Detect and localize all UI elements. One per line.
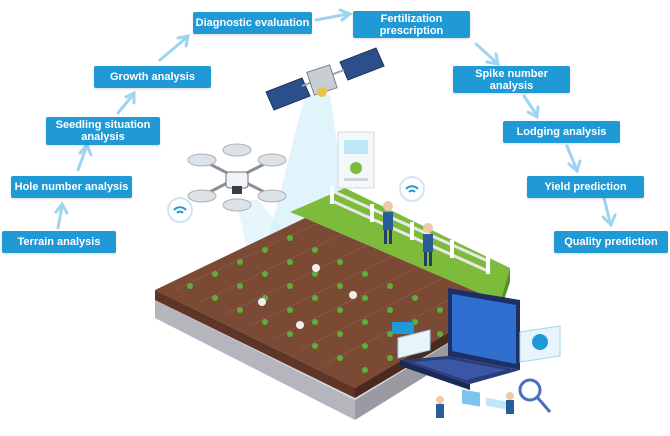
quality-prediction-label: Quality prediction [554,231,668,253]
drone-icon [187,143,287,212]
growth-analysis-label: Growth analysis [94,66,211,88]
terrain-analysis-label: Terrain analysis [2,231,116,253]
satellite-icon [265,47,385,111]
lodging-analysis-label: Lodging analysis [503,121,620,143]
diagnostic-evaluation-label: Diagnostic evaluation [193,12,312,34]
yield-prediction-label: Yield prediction [527,176,644,198]
farmer-icon [383,201,433,266]
cycle-arrows [54,8,617,230]
laptop-icon [392,288,561,418]
wifi-icon [167,176,425,223]
hole-number-analysis-label: Hole number analysis [11,176,132,198]
info-board [337,131,375,189]
